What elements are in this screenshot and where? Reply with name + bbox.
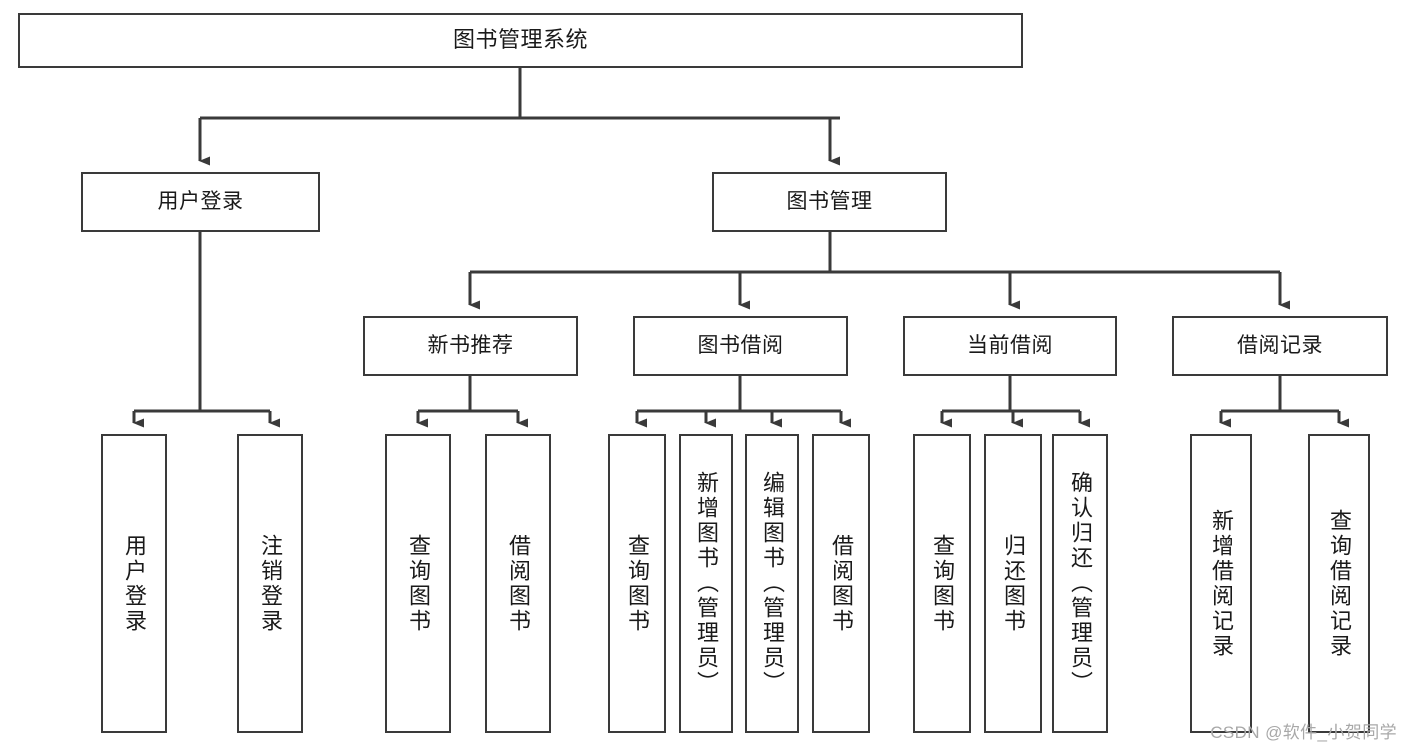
node-current-borrow[interactable]: 当前借阅 <box>903 316 1117 376</box>
node-root[interactable]: 图书管理系统 <box>18 13 1023 68</box>
node-borrow-record-label: 借阅记录 <box>1237 333 1323 357</box>
node-leaf-borrow-book-recommend[interactable]: 借阅图书 <box>485 434 551 733</box>
node-leaf-user-login[interactable]: 用户登录 <box>101 434 167 733</box>
node-leaf-user-logout-label: 注销登录 <box>257 533 283 634</box>
node-book-borrow[interactable]: 图书借阅 <box>633 316 848 376</box>
node-leaf-add-book-admin-label: 新增图书（管理员） <box>693 471 719 696</box>
node-leaf-confirm-return-admin-label: 确认归还（管理员） <box>1067 471 1093 696</box>
node-leaf-borrow-book-label: 借阅图书 <box>828 533 854 634</box>
node-leaf-query-book-current-label: 查询图书 <box>929 533 955 634</box>
node-leaf-return-book-label: 归还图书 <box>1000 533 1026 634</box>
node-leaf-add-borrow-record-label: 新增借阅记录 <box>1208 508 1234 659</box>
node-leaf-return-book[interactable]: 归还图书 <box>984 434 1042 733</box>
node-root-label: 图书管理系统 <box>452 27 588 53</box>
node-leaf-query-book-recommend-label: 查询图书 <box>405 533 431 634</box>
node-leaf-user-logout[interactable]: 注销登录 <box>237 434 303 733</box>
node-leaf-query-book-borrow[interactable]: 查询图书 <box>608 434 666 733</box>
node-leaf-edit-book-admin-label: 编辑图书（管理员） <box>759 471 785 696</box>
node-leaf-user-login-label: 用户登录 <box>121 533 147 634</box>
node-leaf-query-book-current[interactable]: 查询图书 <box>913 434 971 733</box>
node-user-login[interactable]: 用户登录 <box>81 172 320 232</box>
node-leaf-add-book-admin[interactable]: 新增图书（管理员） <box>679 434 733 733</box>
node-leaf-confirm-return-admin[interactable]: 确认归还（管理员） <box>1052 434 1108 733</box>
node-leaf-borrow-book[interactable]: 借阅图书 <box>812 434 870 733</box>
node-book-management-label: 图书管理 <box>786 189 873 213</box>
node-borrow-record[interactable]: 借阅记录 <box>1172 316 1388 376</box>
node-book-management[interactable]: 图书管理 <box>712 172 947 232</box>
node-current-borrow-label: 当前借阅 <box>967 333 1053 357</box>
node-user-login-label: 用户登录 <box>157 189 244 213</box>
csdn-watermark: CSDN @软件_小贺同学 <box>1210 723 1397 742</box>
node-leaf-add-borrow-record[interactable]: 新增借阅记录 <box>1190 434 1252 733</box>
node-leaf-query-borrow-record-label: 查询借阅记录 <box>1326 508 1352 659</box>
node-leaf-query-book-borrow-label: 查询图书 <box>624 533 650 634</box>
node-leaf-borrow-book-recommend-label: 借阅图书 <box>505 533 531 634</box>
node-leaf-edit-book-admin[interactable]: 编辑图书（管理员） <box>745 434 799 733</box>
node-book-borrow-label: 图书借阅 <box>697 333 784 357</box>
node-new-book-recommend-label: 新书推荐 <box>427 333 514 357</box>
node-leaf-query-borrow-record[interactable]: 查询借阅记录 <box>1308 434 1370 733</box>
node-leaf-query-book-recommend[interactable]: 查询图书 <box>385 434 451 733</box>
node-new-book-recommend[interactable]: 新书推荐 <box>363 316 578 376</box>
